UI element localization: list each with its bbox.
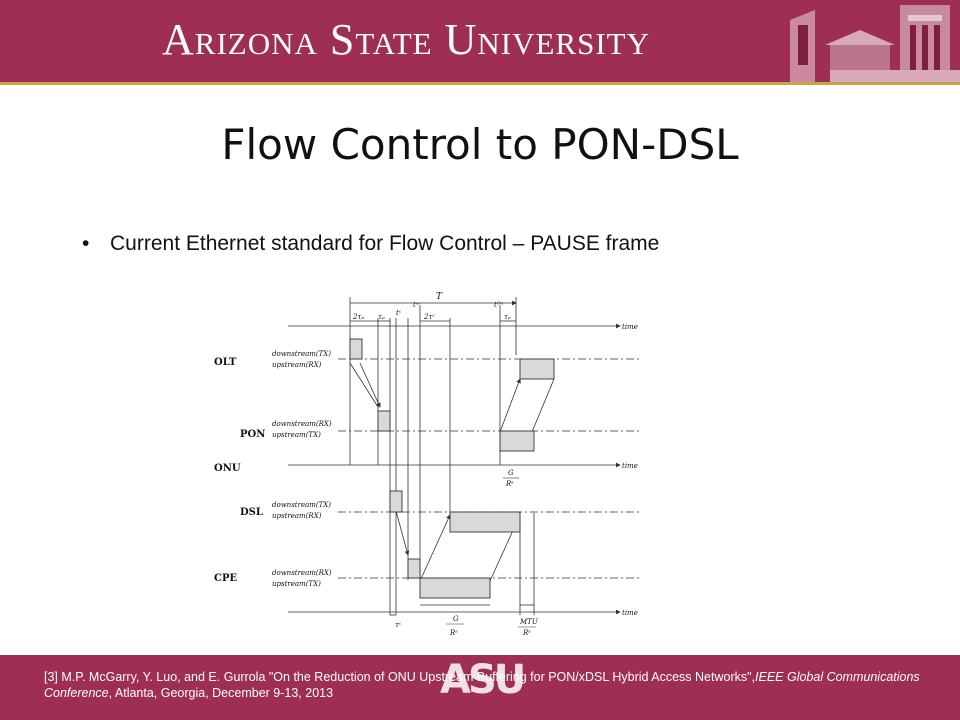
flow-control-timing-diagram: OLT PON ONU DSL CPE downstream(TX) upstr… bbox=[214, 292, 642, 637]
bullet-item: • Current Ethernet standard for Flow Cont… bbox=[82, 232, 659, 256]
slide-title: Flow Control to PON-DSL bbox=[221, 120, 739, 169]
dim-label: G bbox=[508, 469, 514, 477]
bullet-dot-icon: • bbox=[82, 232, 90, 255]
line-label: upstream(RX) bbox=[272, 361, 322, 369]
line-label: upstream(TX) bbox=[272, 580, 321, 588]
dim-label: G bbox=[453, 615, 459, 623]
dim-label: 2τₚ bbox=[352, 313, 364, 321]
line-label: upstream(RX) bbox=[272, 512, 322, 520]
time-label: time bbox=[622, 323, 638, 331]
asu-logo: ASU bbox=[440, 657, 526, 703]
row-label-pon: PON bbox=[240, 429, 265, 440]
citation-venue: IEEE Global Communications Conference bbox=[44, 670, 920, 700]
line-label: downstream(TX) bbox=[272, 501, 331, 509]
dim-label: tᶜ bbox=[396, 309, 402, 317]
row-label-olt: OLT bbox=[214, 357, 237, 368]
time-label: time bbox=[622, 609, 638, 617]
header-banner: Arizona State University bbox=[0, 0, 960, 85]
university-name: Arizona State University bbox=[162, 15, 650, 64]
row-label-dsl: DSL bbox=[240, 507, 263, 518]
time-label: time bbox=[622, 462, 638, 470]
line-label: upstream(TX) bbox=[272, 431, 321, 439]
campus-building-image bbox=[770, 0, 960, 82]
dim-label: tʷ bbox=[413, 301, 420, 309]
citation-suffix: , Atlanta, Georgia, December 9-13, 2013 bbox=[108, 686, 334, 700]
dim-label: τᶜ bbox=[395, 621, 402, 629]
row-label-onu: ONU bbox=[214, 463, 241, 474]
line-label: downstream(RX) bbox=[272, 569, 332, 577]
dim-label: 2τᶜ bbox=[423, 313, 435, 321]
footer-banner bbox=[0, 655, 960, 720]
dim-label: τₚ bbox=[504, 313, 511, 321]
dim-label: τₚ bbox=[378, 313, 385, 321]
dim-label: Rˢ bbox=[522, 629, 531, 637]
dim-label: Rˢ bbox=[449, 629, 458, 637]
dim-label: tᴼⁿ bbox=[494, 301, 503, 309]
line-label: downstream(TX) bbox=[272, 350, 331, 358]
citation-prefix: [3] M.P. McGarry, Y. Luo, and E. Gurrola… bbox=[44, 670, 756, 684]
dim-label: MTU bbox=[519, 618, 539, 626]
period-label: T bbox=[436, 292, 443, 302]
bullet-text: Current Ethernet standard for Flow Contr… bbox=[110, 232, 660, 255]
row-label-cpe: CPE bbox=[214, 573, 237, 584]
citation: [3] M.P. McGarry, Y. Luo, and E. Gurrola… bbox=[44, 669, 944, 701]
line-label: downstream(RX) bbox=[272, 420, 332, 428]
dim-label: Rˢ bbox=[505, 480, 514, 488]
